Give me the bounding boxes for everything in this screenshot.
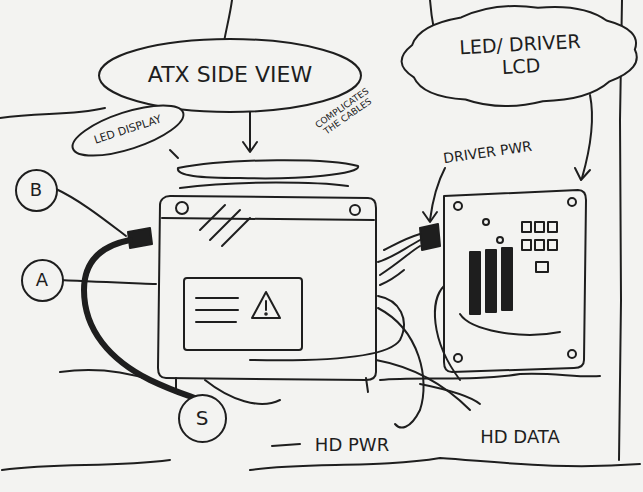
note-text: LED/ DRIVER LCD (449, 30, 591, 81)
note-cloud: LED/ DRIVER LCD (400, 0, 640, 112)
callout-circle: A (20, 258, 65, 303)
callout-letter: S (196, 407, 209, 430)
sketch-label: HD DATA (480, 427, 560, 448)
note-oval: LED DISPLAY (65, 92, 192, 168)
sketch-label: DRIVER PWR (443, 138, 534, 166)
note-text: ATX SIDE VIEW (148, 62, 312, 87)
note-oval: ATX SIDE VIEW (97, 37, 363, 114)
callout-letter: B (30, 180, 42, 201)
sketch-label: HD PWR (315, 435, 389, 456)
callout-letter: A (36, 270, 48, 291)
callout-circle: B (14, 168, 59, 213)
callout-circle: S (177, 393, 228, 444)
